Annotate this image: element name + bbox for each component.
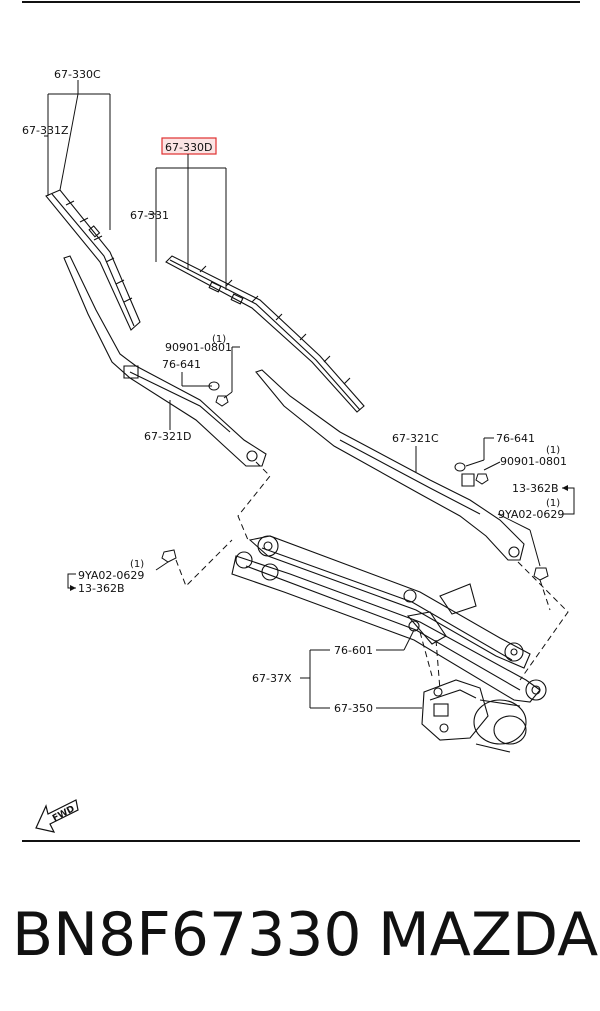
callout-76-641-right: 76-641 (496, 432, 535, 445)
left-bolt-bracket (67, 573, 76, 589)
callout-76-601: 76-601 (334, 644, 373, 657)
wiper-linkage (231, 535, 547, 703)
callout-67-331: 67-331 (130, 209, 169, 222)
right-wiper-arm (255, 369, 525, 561)
left-wiper-arm (63, 255, 267, 467)
left-wiper-blade (45, 189, 141, 331)
callout-67-321c: 67-321C (392, 432, 439, 445)
fwd-arrow-icon: FWD (35, 799, 79, 833)
right-bolt (497, 513, 549, 581)
left-bolt (155, 549, 177, 571)
part-number-caption: BN8F67330 (12, 900, 362, 970)
nut-left-qty: (1) (212, 334, 226, 345)
callout-67-321d: 67-321D (144, 430, 191, 443)
callout-9ya02-0629-right: 9YA02-0629 (498, 508, 564, 521)
callout-76-641-left: 76-641 (162, 358, 201, 371)
left-bolt-arrow (70, 585, 76, 591)
callout-13-362b-left: 13-362B (78, 582, 125, 595)
callout-67-330c: 67-330C (54, 68, 101, 81)
right-blade-leaders (148, 154, 227, 290)
right-wiper-blade (165, 255, 365, 413)
callout-67-331z: 67-331Z (22, 124, 69, 137)
callout-90901-0801-right: 90901-0801 (500, 455, 567, 468)
callout-67-330d: 67-330D (165, 141, 212, 154)
lower-leaders (300, 629, 422, 709)
right-cap-and-nut (454, 462, 489, 485)
callout-90901-0801-left: 90901-0801 (165, 341, 232, 354)
right-arm-leaders (415, 437, 501, 472)
bolt-left-qty: (1) (130, 559, 144, 570)
brand-caption: MAZDA (378, 900, 599, 970)
right-bolt-arrow (562, 485, 568, 491)
left-blade-leaders (44, 80, 111, 230)
callout-67-37x: 67-37X (252, 672, 292, 685)
callout-67-350: 67-350 (334, 702, 373, 715)
left-cap-and-nut (208, 381, 229, 407)
callout-9ya02-0629-left: 9YA02-0629 (78, 569, 144, 582)
highlight-box-67-330d (161, 137, 217, 155)
assembly-dashed-lines (175, 461, 569, 691)
wiper-motor (421, 679, 527, 753)
callout-13-362b-right: 13-362B (512, 482, 559, 495)
bolt-right-qty: (1) (546, 498, 560, 509)
left-arm-leaders (169, 346, 240, 430)
nut-right-qty: (1) (546, 445, 560, 456)
wiper-parts-diagram: 67-330C 67-331Z 67-330D 67-331 67-321D (… (22, 1, 580, 842)
